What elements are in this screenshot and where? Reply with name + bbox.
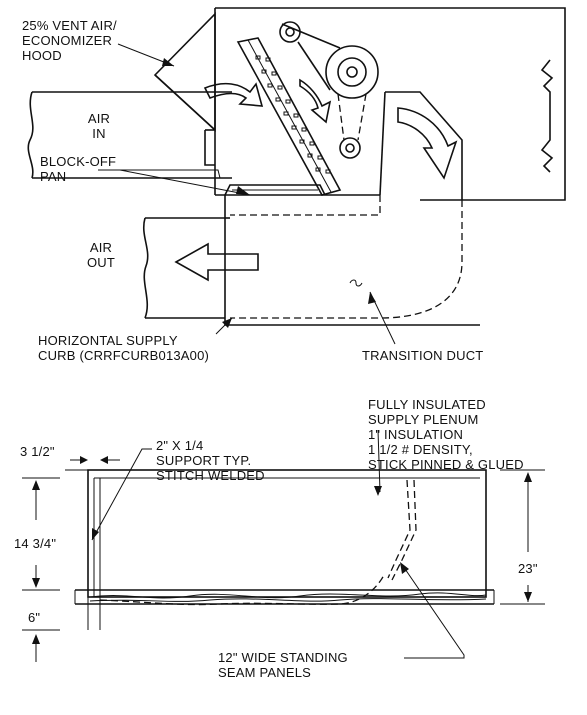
dim-mid-label: 14 3/4" (14, 536, 56, 551)
damper-assembly (236, 37, 342, 196)
top-view-leaders (98, 43, 396, 345)
air-in-arrow-icon (203, 82, 264, 107)
damper-linkage (279, 21, 379, 159)
supply-airflow-arrow-icon (397, 107, 458, 180)
transition-duct (230, 195, 463, 319)
unit-cabinet (214, 7, 566, 201)
dim-bottom-label: 6" (28, 610, 40, 625)
air-in-duct (27, 91, 232, 179)
dim-total-label: 23" (518, 561, 538, 576)
plenum-section (74, 469, 495, 630)
section-leaders (91, 429, 465, 659)
blockoff-pan (224, 184, 326, 196)
air-out-arrow-icon (174, 242, 259, 282)
transition-duct-label: TRANSITION DUCT (362, 348, 483, 363)
section-dimensions (22, 456, 545, 662)
economizer-hood (153, 12, 216, 132)
damper-airflow-arrow-icon (299, 78, 332, 124)
dim-top-label: 3 1/2" (20, 444, 55, 459)
